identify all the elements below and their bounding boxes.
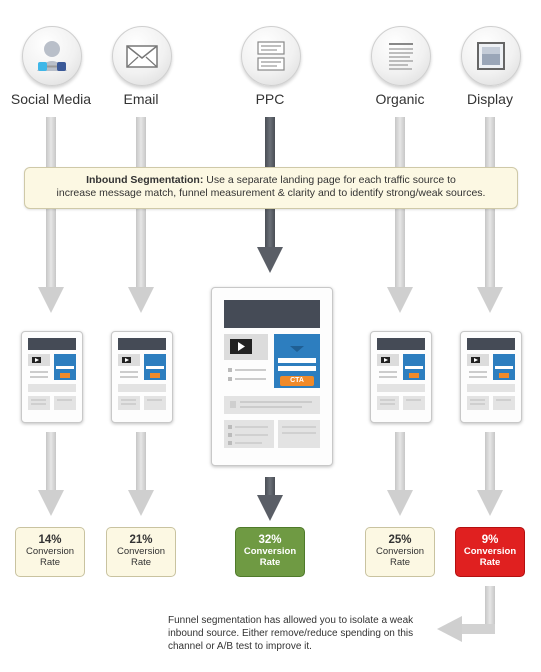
conversion-rate-ppc: 32% Conversion Rate bbox=[235, 527, 305, 577]
arrow-display-to-note bbox=[437, 586, 495, 642]
callout-heading: Inbound Segmentation: bbox=[86, 174, 204, 186]
arrow-organic-to-page bbox=[387, 117, 413, 313]
rate-percent: 25% bbox=[388, 534, 412, 546]
landing-page-organic bbox=[370, 331, 432, 423]
ppc-icon bbox=[241, 26, 301, 86]
rate-percent: 21% bbox=[129, 534, 153, 546]
source-label-email: Email bbox=[123, 91, 159, 107]
arrow-display-to-page bbox=[477, 117, 503, 313]
rate-percent: 32% bbox=[258, 534, 282, 546]
landing-page-display bbox=[460, 331, 522, 423]
rate-label-2: Rate bbox=[389, 557, 411, 568]
rate-label-2: Rate bbox=[259, 557, 281, 568]
rate-label: Conversion bbox=[116, 546, 166, 557]
cta-button[interactable]: CTA bbox=[280, 376, 314, 386]
cta-button-label: CTA bbox=[290, 377, 304, 384]
source-label-organic: Organic bbox=[375, 91, 425, 107]
arrow-social-to-page bbox=[38, 117, 64, 313]
landing-page-ppc: CTA bbox=[211, 287, 333, 466]
callout-line-1: Use a separate landing page for each tra… bbox=[203, 174, 456, 186]
arrow-email-to-page bbox=[128, 117, 154, 313]
arrow-email-to-rate bbox=[128, 432, 154, 516]
rate-label-2: Rate bbox=[479, 557, 501, 568]
source-label-ppc: PPC bbox=[255, 91, 285, 107]
arrow-ppc-to-rate bbox=[257, 477, 283, 521]
landing-page-email bbox=[111, 331, 173, 423]
display-icon bbox=[461, 26, 521, 86]
rate-percent: 14% bbox=[38, 534, 62, 546]
conversion-rate-email: 21% Conversion Rate bbox=[106, 527, 176, 577]
rate-label: Conversion bbox=[243, 546, 297, 557]
rate-label-2: Rate bbox=[130, 557, 152, 568]
organic-icon bbox=[371, 26, 431, 86]
rate-label-2: Rate bbox=[39, 557, 61, 568]
rate-label: Conversion bbox=[463, 546, 517, 557]
conversion-rate-organic: 25% Conversion Rate bbox=[365, 527, 435, 577]
landing-page-social-media bbox=[21, 331, 83, 423]
callout-line-2: increase message match, funnel measureme… bbox=[56, 187, 486, 199]
funnel-segmentation-note: Funnel segmentation has allowed you to i… bbox=[168, 615, 414, 652]
social-media-icon bbox=[22, 26, 82, 86]
email-icon bbox=[112, 26, 172, 86]
arrow-display-to-rate bbox=[477, 432, 503, 516]
inbound-segmentation-callout: Inbound Segmentation: Use a separate lan… bbox=[24, 167, 518, 209]
source-label-social-media: Social Media bbox=[10, 91, 92, 107]
arrow-social-to-rate bbox=[38, 432, 64, 516]
conversion-rate-display: 9% Conversion Rate bbox=[455, 527, 525, 577]
conversion-rate-social-media: 14% Conversion Rate bbox=[15, 527, 85, 577]
arrow-organic-to-rate bbox=[387, 432, 413, 516]
rate-label: Conversion bbox=[25, 546, 75, 557]
rate-percent: 9% bbox=[481, 534, 499, 546]
source-label-display: Display bbox=[467, 91, 513, 107]
rate-label: Conversion bbox=[375, 546, 425, 557]
